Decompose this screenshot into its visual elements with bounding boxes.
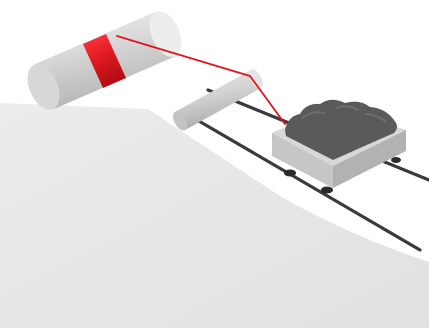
car-wheel [284, 170, 296, 177]
mine-car [272, 100, 406, 194]
car-wheel [391, 157, 401, 163]
winch-drum [21, 6, 188, 114]
car-wheel [321, 187, 333, 194]
